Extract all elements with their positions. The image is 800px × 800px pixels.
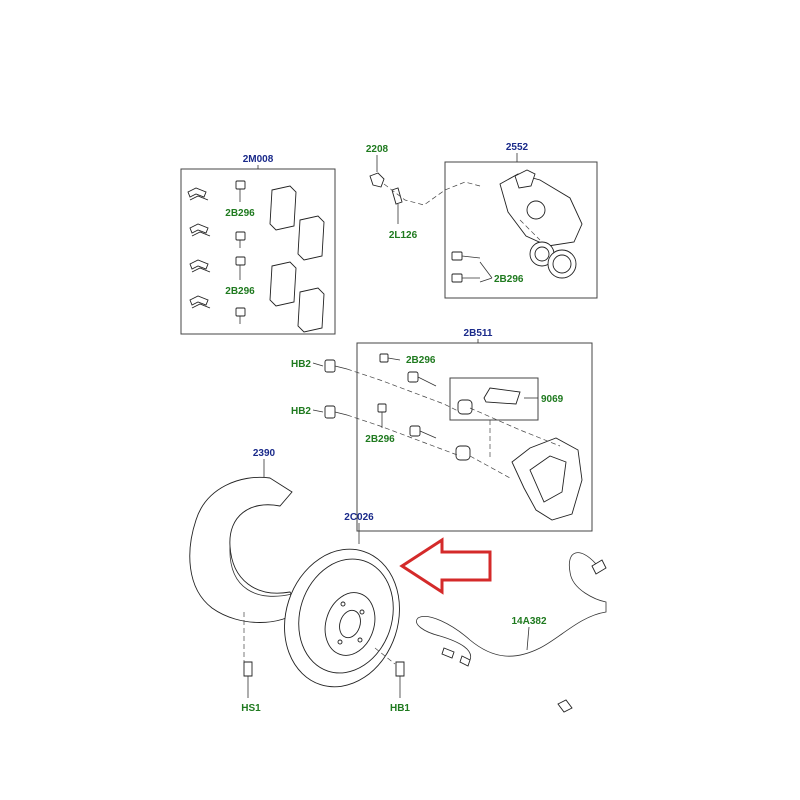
small-bolts (235, 180, 246, 324)
caliper-group: 2552 2B296 (444, 142, 598, 299)
brake-disc-group: 2C026 HB1 (284, 512, 410, 714)
dust-shield-group: 2390 HS1 (189, 448, 301, 714)
label-hb2-mid[interactable]: HB2 (291, 406, 311, 417)
label-2b296-e[interactable]: 2B296 (365, 434, 395, 445)
carrier-group: 2B511 HB2 2B296 9069 HB2 2B296 (291, 328, 593, 532)
label-hs1[interactable]: HS1 (241, 703, 261, 714)
carrier-box (356, 342, 593, 532)
label-2b511[interactable]: 2B511 (464, 328, 493, 339)
label-hb1[interactable]: HB1 (390, 703, 410, 714)
label-2b296-a[interactable]: 2B296 (225, 208, 255, 219)
label-9069[interactable]: 9069 (541, 394, 564, 405)
pad-kit-group: 2M008 2B296 2B296 (180, 154, 336, 335)
label-2390[interactable]: 2390 (253, 448, 276, 459)
wear-sensor-cable (416, 552, 607, 661)
label-2m008[interactable]: 2M008 (243, 154, 274, 165)
kit-9069-box (449, 377, 539, 421)
label-2208[interactable]: 2208 (366, 144, 389, 155)
label-2b296-c[interactable]: 2B296 (494, 274, 524, 285)
bleed-screw-group: 2208 2L126 (366, 144, 481, 241)
dust-shield (189, 476, 301, 623)
wear-sensor-cable-group: 14A382 (416, 552, 607, 713)
brake-pads (269, 185, 325, 333)
clip-icons (187, 187, 211, 309)
caliper-box (444, 161, 598, 299)
label-hb2-top[interactable]: HB2 (291, 359, 311, 370)
label-2552[interactable]: 2552 (506, 142, 529, 153)
label-2b296-b[interactable]: 2B296 (225, 286, 255, 297)
label-2b296-d[interactable]: 2B296 (406, 355, 436, 366)
highlight-arrow (399, 537, 492, 595)
label-14a382[interactable]: 14A382 (511, 616, 546, 627)
label-2c026[interactable]: 2C026 (344, 512, 374, 523)
label-2l126[interactable]: 2L126 (389, 230, 418, 241)
